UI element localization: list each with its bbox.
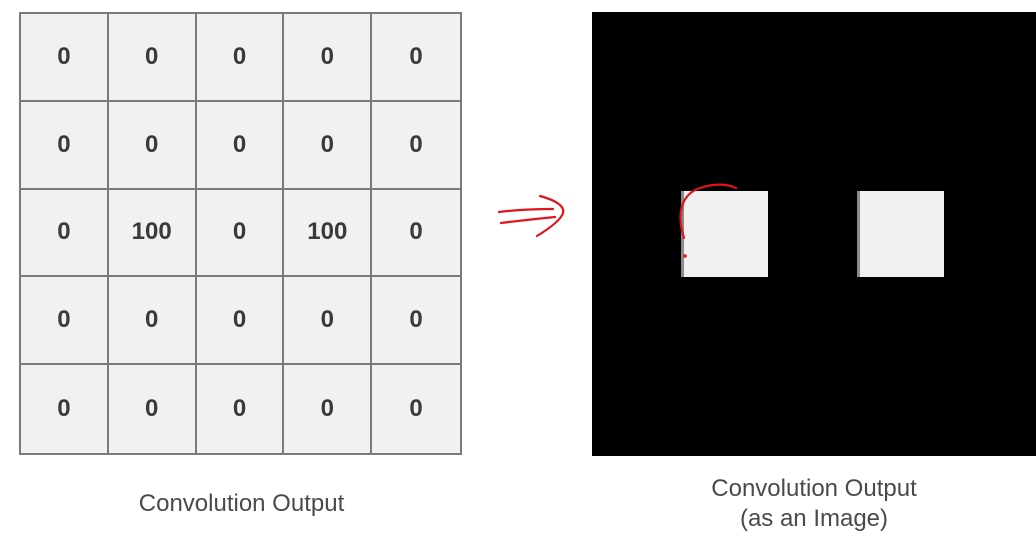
matrix-cell-r3-c4: 100	[284, 189, 373, 278]
caption-convolution-output-image: Convolution Output (as an Image)	[592, 474, 1036, 534]
matrix-cell-r5-c3: 0	[196, 365, 285, 453]
matrix-cell-r2-c3: 0	[196, 101, 285, 190]
matrix-cell-r1-c4: 0	[284, 14, 373, 102]
matrix-cell-r1-c2: 0	[108, 14, 197, 102]
matrix-cell-r4-c4: 0	[284, 277, 373, 366]
matrix-cell-r2-c2: 0	[108, 101, 197, 190]
matrix-cell-r3-c2: 100	[108, 189, 197, 278]
caption-right-line1: Convolution Output	[711, 475, 917, 502]
matrix-cell-r5-c4: 0	[284, 365, 373, 453]
matrix-cell-r1-c3: 0	[196, 14, 285, 102]
matrix-cell-r3-c1: 0	[21, 189, 109, 278]
matrix-cell-r2-c1: 0	[21, 101, 109, 190]
matrix-cell-r2-c5: 0	[372, 101, 460, 190]
matrix-cell-r4-c3: 0	[196, 277, 285, 366]
matrix-cell-r4-c5: 0	[372, 277, 460, 366]
caption-right-line2: (as an Image)	[739, 505, 889, 532]
bright-pixel-square-right	[857, 191, 944, 277]
matrix-cell-r5-c1: 0	[21, 365, 109, 453]
matrix-cell-r3-c5: 0	[372, 189, 460, 278]
matrix-cell-r4-c2: 0	[108, 277, 197, 366]
matrix-cell-r5-c2: 0	[108, 365, 197, 453]
matrix-cell-r1-c1: 0	[21, 14, 109, 102]
matrix-cell-r3-c3: 0	[196, 189, 285, 278]
matrix-cell-r1-c5: 0	[372, 14, 460, 102]
hand-drawn-mark-icon	[679, 183, 738, 258]
hand-drawn-arrow-icon	[497, 194, 565, 238]
convolution-output-image	[592, 12, 1036, 456]
matrix-cell-r2-c4: 0	[284, 101, 373, 190]
matrix-cell-r4-c1: 0	[21, 277, 109, 366]
caption-convolution-output: Convolution Output	[138, 490, 345, 517]
matrix-cell-r5-c5: 0	[372, 365, 460, 453]
